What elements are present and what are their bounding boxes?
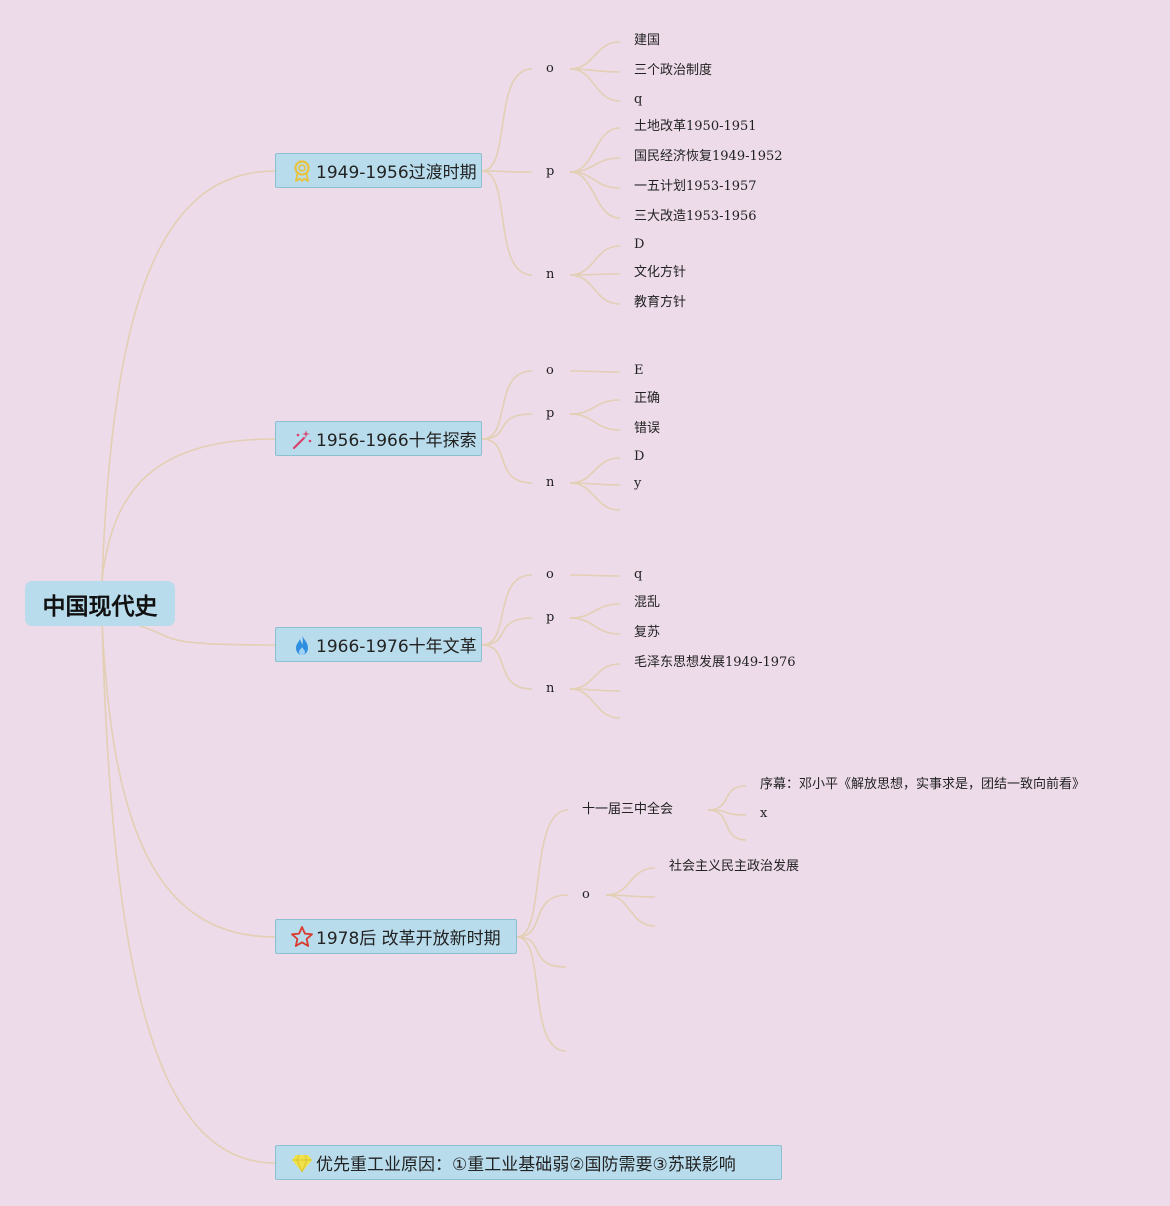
item-link-1-1-1 — [569, 413, 621, 431]
leaf-item[interactable]: 三个政治制度 — [634, 63, 713, 78]
group-link-2-0 — [481, 574, 533, 646]
medal-icon — [290, 159, 314, 183]
leaf-item[interactable]: 建国 — [634, 33, 661, 48]
group-link-2-1 — [481, 617, 533, 646]
item-link-1-2-0 — [569, 457, 621, 484]
item-link-0-0-2 — [569, 68, 621, 102]
leaf-item[interactable]: 土地改革1950-1951 — [634, 119, 757, 134]
group-link-0-0 — [481, 68, 533, 172]
item-link-0-1-0 — [569, 127, 621, 173]
item-link-2-1-1 — [569, 617, 621, 635]
leaf-item[interactable]: 复苏 — [634, 625, 661, 640]
diamond-icon — [290, 1151, 314, 1175]
leaf-item[interactable]: 国民经济恢复1949-1952 — [634, 149, 783, 164]
group-link-3-0 — [516, 809, 569, 938]
topic-node-2[interactable]: 1966-1976十年文革 — [275, 627, 482, 662]
root-node[interactable]: 中国现代史 — [25, 581, 175, 626]
leaf-item[interactable]: 文化方针 — [634, 265, 687, 280]
group-link-3-3 — [516, 936, 567, 1052]
group-link-0-1 — [481, 170, 533, 173]
item-link-0-2-2 — [569, 274, 621, 305]
group-link-3-2 — [516, 936, 567, 968]
magic-wand-icon — [290, 427, 314, 451]
star-icon — [290, 925, 314, 949]
group-label[interactable]: p — [546, 610, 555, 625]
item-link-0-0-0 — [569, 41, 621, 70]
leaf-item[interactable]: 社会主义民主政治发展 — [669, 859, 800, 874]
topic-label: 1978后 改革开放新时期 — [316, 929, 501, 949]
leaf-item[interactable]: 序幕：邓小平《解放思想，实事求是，团结一致向前看》 — [760, 777, 1086, 792]
leaf-item[interactable]: q — [634, 567, 643, 582]
group-label[interactable]: o — [546, 61, 554, 76]
item-link-1-1-0 — [569, 399, 621, 415]
leaf-item[interactable]: y — [634, 476, 642, 491]
root-link-4 — [101, 621, 276, 1164]
topic-node-3[interactable]: 1978后 改革开放新时期 — [275, 919, 517, 954]
item-link-1-0-0 — [569, 370, 621, 373]
group-label[interactable]: p — [546, 164, 555, 179]
leaf-item[interactable]: 错误 — [634, 421, 661, 436]
topic-node-0[interactable]: 1949-1956过渡时期 — [275, 153, 482, 188]
leaf-item[interactable]: q — [634, 92, 643, 107]
item-link-0-1-3 — [569, 171, 621, 219]
item-link-2-1-0 — [569, 603, 621, 619]
leaf-item[interactable]: 混乱 — [634, 595, 661, 610]
leaf-item[interactable]: D — [634, 237, 645, 252]
group-label[interactable]: o — [546, 363, 554, 378]
item-link-3-0-0 — [707, 785, 747, 811]
leaf-item[interactable]: 一五计划1953-1957 — [634, 179, 757, 194]
fire-icon — [290, 633, 314, 657]
group-label[interactable]: n — [546, 475, 555, 490]
root-link-2 — [139, 625, 276, 646]
group-link-1-0 — [481, 370, 533, 440]
item-link-2-2-2 — [569, 688, 621, 719]
root-link-0 — [101, 170, 276, 582]
leaf-item[interactable]: D — [634, 449, 645, 464]
item-link-3-1-0 — [605, 867, 656, 896]
group-label[interactable]: o — [546, 567, 554, 582]
group-label[interactable]: 十一届三中全会 — [582, 802, 674, 817]
group-label[interactable]: n — [546, 267, 555, 282]
topic-label: 1956-1966十年探索 — [316, 431, 477, 451]
group-label[interactable]: p — [546, 406, 555, 421]
topic-label: 优先重工业原因：①重工业基础弱②国防需要③苏联影响 — [316, 1155, 736, 1175]
leaf-item[interactable]: x — [760, 806, 768, 821]
leaf-item[interactable]: E — [634, 363, 644, 378]
group-link-3-1 — [516, 894, 569, 938]
group-link-0-2 — [481, 170, 533, 276]
item-link-0-2-0 — [569, 245, 621, 276]
topic-node-4[interactable]: 优先重工业原因：①重工业基础弱②国防需要③苏联影响 — [275, 1145, 782, 1180]
item-link-2-0-0 — [569, 574, 621, 577]
root-link-1 — [101, 438, 276, 582]
item-link-1-2-2 — [569, 482, 621, 511]
item-link-3-1-2 — [605, 894, 656, 927]
leaf-item[interactable]: 三大改造1953-1956 — [634, 209, 757, 224]
item-link-3-0-2 — [707, 809, 747, 841]
group-label[interactable]: n — [546, 681, 555, 696]
leaf-item[interactable]: 毛泽东思想发展1949-1976 — [634, 655, 796, 670]
group-label[interactable]: o — [582, 887, 590, 902]
topic-node-1[interactable]: 1956-1966十年探索 — [275, 421, 482, 456]
leaf-item[interactable]: 正确 — [634, 391, 661, 406]
item-link-2-2-0 — [569, 663, 621, 690]
topic-label: 1949-1956过渡时期 — [316, 163, 477, 183]
group-link-2-2 — [481, 644, 533, 690]
group-link-1-1 — [481, 413, 533, 440]
topic-label: 1966-1976十年文革 — [316, 637, 477, 657]
leaf-item[interactable]: 教育方针 — [634, 295, 687, 310]
group-link-1-2 — [481, 438, 533, 484]
root-link-3 — [101, 621, 276, 938]
